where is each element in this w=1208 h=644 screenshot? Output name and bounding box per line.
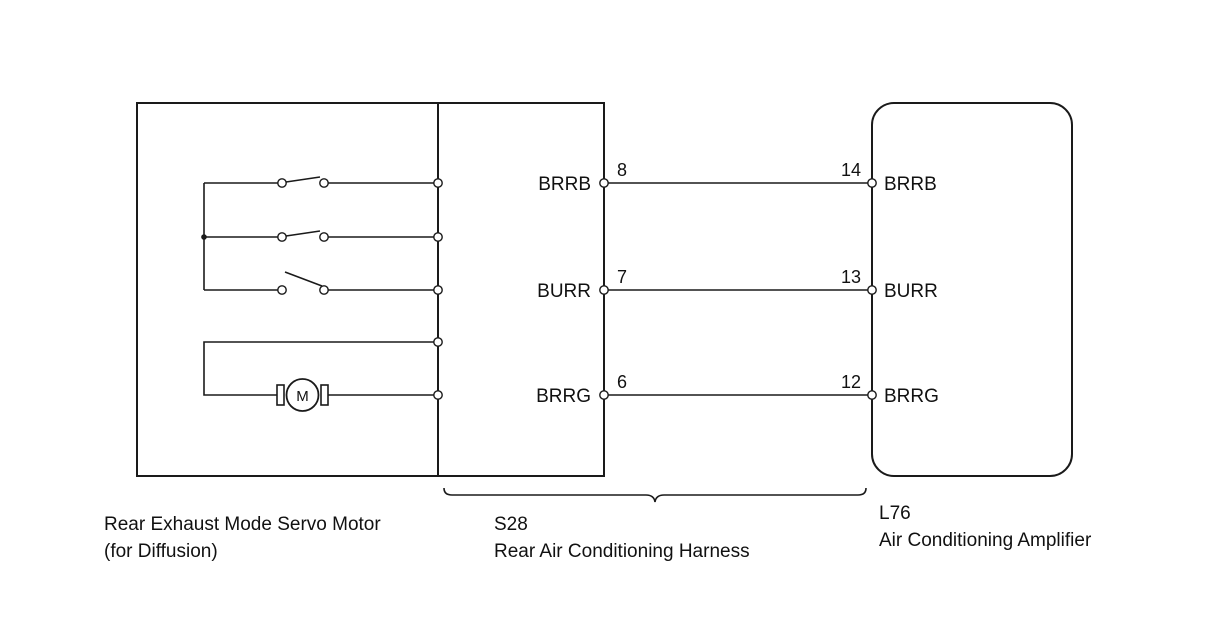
harness-code: S28 [494, 514, 528, 535]
harness-terminal [599, 285, 609, 295]
amplifier-pin-number: 12 [841, 372, 861, 392]
motor-caption-line1: Rear Exhaust Mode Servo Motor [104, 514, 381, 535]
harness-pin-label: BRRB [538, 174, 591, 195]
amplifier-pin-number: 13 [841, 267, 861, 287]
amplifier-terminal [867, 178, 877, 188]
amplifier-pin-label: BRRB [884, 174, 937, 195]
harness-terminal [599, 178, 609, 188]
motor-circuit: M [203, 341, 434, 412]
wire-brrb: BRRB 8 14 BRRB [538, 160, 937, 195]
amplifier-pin-label: BURR [884, 281, 938, 302]
amplifier-code: L76 [879, 503, 911, 524]
motor-brush-right [320, 384, 329, 406]
harness-terminal [599, 390, 609, 400]
amplifier-pin-label: BRRG [884, 386, 939, 407]
wire-burr: BURR 7 13 BURR [537, 267, 938, 302]
harness-pin-number: 6 [617, 372, 627, 392]
harness-pin-number: 8 [617, 160, 627, 180]
amplifier-pin-number: 14 [841, 160, 861, 180]
motor-terminals [433, 178, 443, 400]
wire-brrg: BRRG 6 12 BRRG [536, 372, 939, 407]
harness-pin-label: BRRG [536, 386, 591, 407]
motor-symbol: M [296, 388, 309, 405]
harness-pin-label: BURR [537, 281, 591, 302]
harness-name: Rear Air Conditioning Harness [494, 541, 750, 562]
motor-caption-line2: (for Diffusion) [104, 541, 218, 562]
amplifier-terminal [867, 285, 877, 295]
switch-circuit [201, 176, 434, 295]
harness-pin-number: 7 [617, 267, 627, 287]
harness-bracket [443, 487, 867, 503]
amplifier-name: Air Conditioning Amplifier [879, 530, 1092, 551]
amplifier-terminal [867, 390, 877, 400]
motor-brush-left [276, 384, 285, 406]
motor-icon [285, 378, 320, 412]
